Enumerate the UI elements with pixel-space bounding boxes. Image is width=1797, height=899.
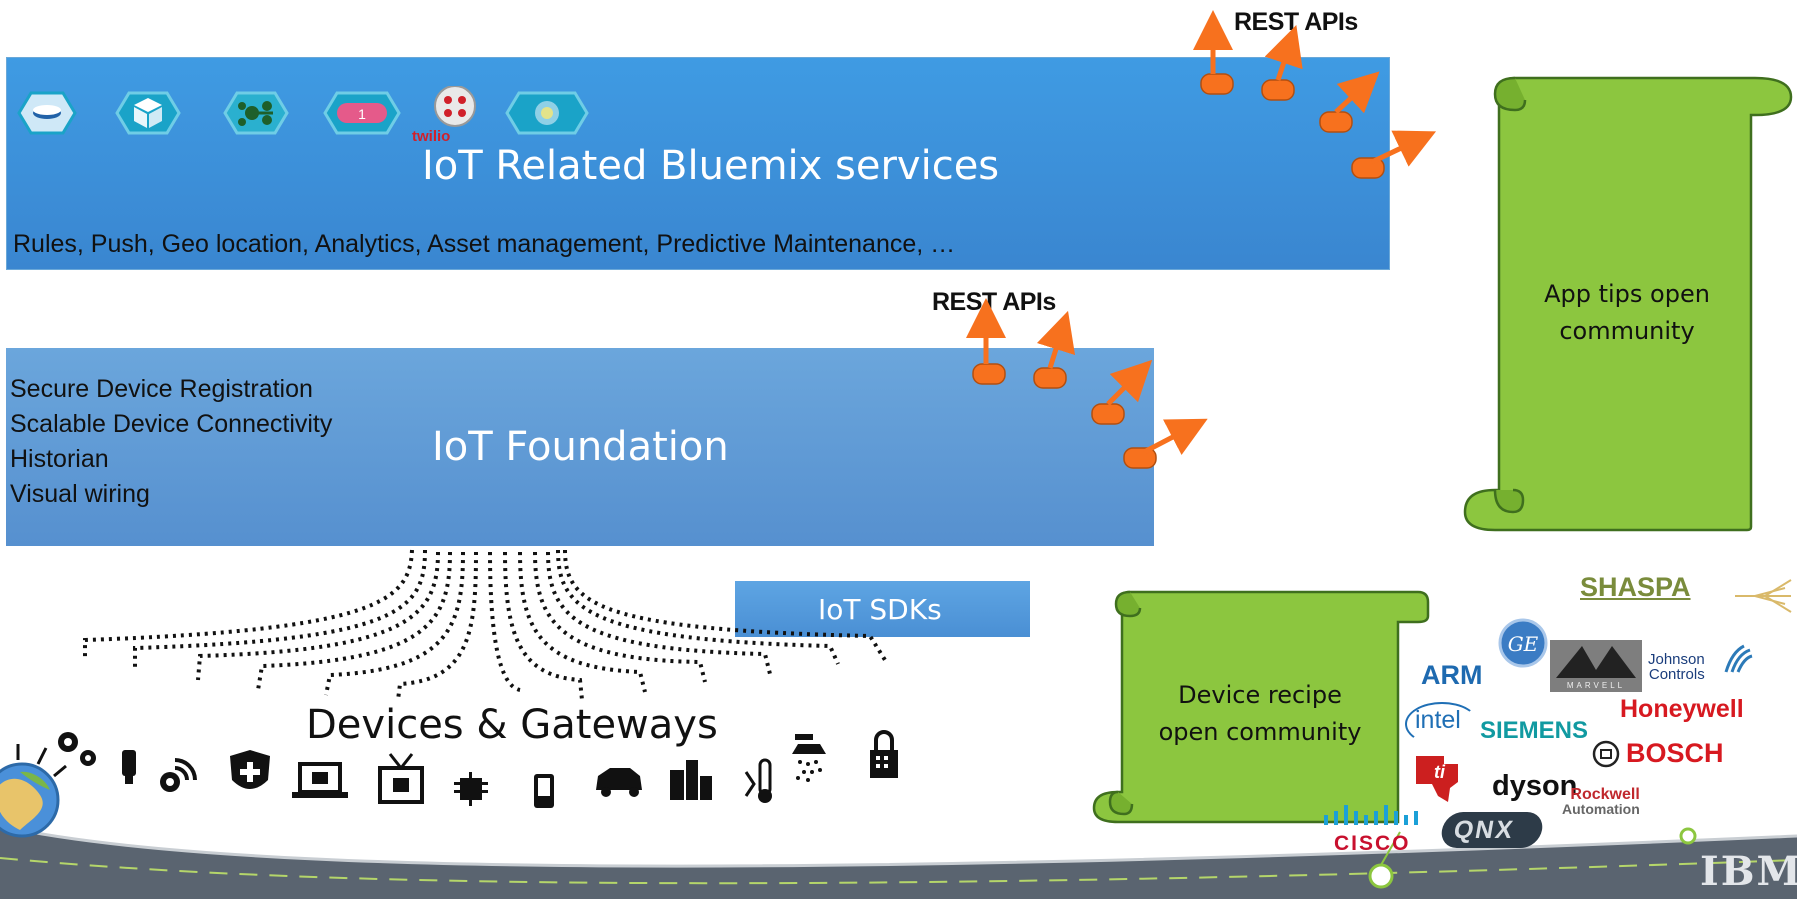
device-recipe-line-1: Device recipe bbox=[1178, 681, 1342, 709]
network-icon bbox=[223, 91, 289, 135]
rockwell-logo: Rockwell Automation bbox=[1562, 786, 1640, 817]
device-recipe-scroll bbox=[1092, 590, 1430, 824]
device-recipe-line-2: open community bbox=[1158, 718, 1362, 746]
cisco-logo-text: CISCO bbox=[1334, 832, 1411, 855]
app-tips-label: App tips open community bbox=[1510, 276, 1744, 350]
phone-icon bbox=[534, 774, 554, 808]
svg-text:1: 1 bbox=[358, 106, 366, 122]
iot-foundation-box: IoT Foundation Secure Device Registratio… bbox=[6, 348, 1154, 546]
foundation-title: IoT Foundation bbox=[432, 424, 729, 470]
chip-icon bbox=[454, 772, 488, 806]
app-tips-line-2: community bbox=[1559, 317, 1695, 345]
cisco-bars-icon bbox=[1324, 805, 1418, 825]
intel-logo: intel bbox=[1405, 702, 1479, 746]
database-icon bbox=[17, 91, 77, 135]
bluemix-title: IoT Related Bluemix services bbox=[422, 143, 1000, 189]
app-tips-line-1: App tips open bbox=[1544, 280, 1710, 308]
app-tips-scroll bbox=[1463, 76, 1793, 532]
api-arrow-lines-top bbox=[1193, 10, 1437, 167]
pill-icon: 1 bbox=[323, 91, 401, 135]
shaspa-circuit-icon bbox=[1735, 579, 1792, 613]
globe-rays bbox=[16, 744, 67, 778]
cube-icon bbox=[115, 91, 181, 135]
foundation-feature-1: Secure Device Registration bbox=[10, 375, 313, 403]
shield-icon bbox=[230, 750, 270, 789]
qnx-logo: QNX bbox=[1438, 812, 1546, 848]
device-connection-tree bbox=[83, 549, 887, 701]
shower-icon bbox=[792, 734, 826, 782]
ge-logo: GE bbox=[1498, 618, 1548, 668]
ibm-logo: IBM bbox=[1700, 848, 1797, 895]
api-arrow-group-top bbox=[1200, 73, 1385, 179]
road-footer bbox=[0, 824, 1797, 899]
tv-icon bbox=[378, 753, 424, 804]
ge-logo-text: GE bbox=[1508, 632, 1539, 656]
lock-icon bbox=[870, 730, 898, 778]
bluemix-services-list: Rules, Push, Geo location, Analytics, As… bbox=[13, 230, 956, 258]
honeywell-logo: Honeywell bbox=[1620, 695, 1744, 723]
arm-logo: ARM bbox=[1421, 660, 1483, 690]
api-arrow-group-middle bbox=[972, 363, 1157, 469]
bluemix-services-box: IoT Related Bluemix services Rules, Push… bbox=[6, 57, 1390, 270]
devices-title: Devices & Gateways bbox=[306, 702, 718, 748]
marvell-logo: MARVELL bbox=[1550, 640, 1642, 692]
globe-icon bbox=[0, 762, 60, 838]
twilio-label: twilio bbox=[412, 128, 451, 145]
twilio-icon bbox=[434, 86, 476, 127]
intel-logo-text: intel bbox=[1415, 706, 1461, 734]
device-recipe-label: Device recipe open community bbox=[1130, 677, 1390, 751]
api-arrow-lines-middle bbox=[966, 298, 1208, 455]
sdk-label: IoT SDKs bbox=[818, 593, 942, 626]
rockwell-line-2: Automation bbox=[1562, 801, 1640, 817]
iot-sdks-box: IoT SDKs bbox=[735, 581, 1030, 637]
qnx-logo-text: QNX bbox=[1451, 816, 1517, 844]
bosch-armature-icon bbox=[1592, 740, 1620, 768]
device-icons bbox=[58, 730, 898, 808]
johnson-controls-logo: Johnson Controls bbox=[1648, 652, 1705, 682]
ti-logo: ti bbox=[1416, 756, 1458, 802]
siemens-logo: SIEMENS bbox=[1480, 717, 1589, 744]
bosch-logo-text: BOSCH bbox=[1626, 738, 1724, 768]
gear-icon bbox=[58, 732, 96, 766]
thermometer-icon bbox=[744, 758, 772, 803]
car-icon bbox=[596, 768, 642, 797]
dyson-logo: dyson bbox=[1492, 770, 1578, 802]
johnson-controls-icon bbox=[1724, 644, 1753, 673]
foundation-feature-3: Historian bbox=[10, 445, 109, 473]
foundation-feature-4: Visual wiring bbox=[10, 480, 150, 508]
laptop-icon bbox=[292, 762, 348, 798]
svg-text:ti: ti bbox=[1434, 762, 1446, 782]
cisco-logo: CISCO bbox=[1320, 805, 1432, 856]
johnson-line-2: Controls bbox=[1648, 666, 1705, 683]
rockwell-line-1: Rockwell bbox=[1570, 786, 1640, 803]
johnson-line-1: Johnson bbox=[1648, 651, 1705, 668]
sensor-icon bbox=[505, 91, 589, 135]
wifi-gear-icon bbox=[160, 758, 197, 792]
shaspa-logo: SHASPA bbox=[1580, 572, 1691, 602]
marvell-logo-text: MARVELL bbox=[1566, 681, 1626, 690]
bulb-icon bbox=[122, 750, 136, 784]
bluemix-service-icons: 1 bbox=[17, 86, 589, 135]
food-icon bbox=[670, 760, 712, 800]
foundation-feature-2: Scalable Device Connectivity bbox=[10, 410, 333, 438]
